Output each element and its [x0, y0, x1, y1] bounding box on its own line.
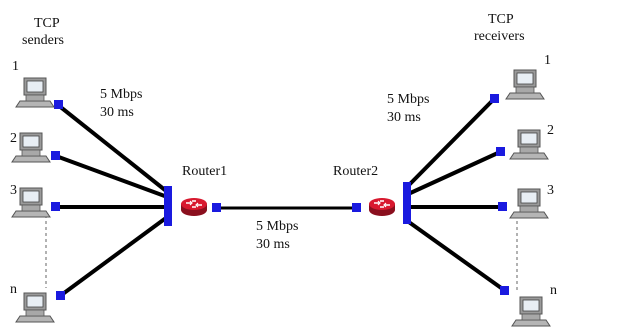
- port-receiver-3: [498, 202, 507, 211]
- link-sender-1: [56, 103, 172, 196]
- router2-interface-bar: [403, 182, 411, 224]
- port-sender-1: [54, 100, 63, 109]
- sender-number-n: n: [10, 282, 17, 297]
- left-link-rate: 5 Mbps: [100, 87, 143, 102]
- port-sender-n: [56, 291, 65, 300]
- receivers-title-line1: TCP: [488, 12, 514, 27]
- port-sender-2: [51, 151, 60, 160]
- computer-icon: [505, 69, 545, 100]
- sender-number-3: 3: [10, 183, 17, 198]
- bottleneck-link-rate: 5 Mbps: [256, 219, 299, 234]
- port-sender-3: [51, 202, 60, 211]
- link-receiver-2: [405, 150, 501, 197]
- router1-label: Router1: [182, 164, 228, 179]
- port-router1-bottleneck: [212, 203, 221, 212]
- right-access-links: [404, 97, 506, 292]
- computer-icon: [11, 132, 51, 163]
- computer-icon: [509, 188, 549, 219]
- computer-icon: [509, 129, 549, 160]
- sender-ports: [51, 100, 65, 300]
- computer-icon: [15, 77, 55, 108]
- right-link-rate: 5 Mbps: [387, 92, 430, 107]
- router-icon: [180, 197, 208, 217]
- port-receiver-2: [496, 147, 505, 156]
- port-router2-bottleneck: [352, 203, 361, 212]
- receiver-ports: [490, 94, 509, 295]
- bottleneck-link-delay: 30 ms: [256, 237, 290, 252]
- senders-title-line1: TCP: [34, 16, 60, 31]
- receiver-number-n: n: [550, 283, 557, 298]
- router1-interface-bar: [164, 186, 172, 226]
- sender-number-1: 1: [12, 59, 19, 74]
- computer-icon: [11, 187, 51, 218]
- sender-number-2: 2: [10, 131, 17, 146]
- router-icon: [368, 197, 396, 217]
- port-receiver-1: [490, 94, 499, 103]
- right-link-delay: 30 ms: [387, 110, 421, 125]
- computer-icon: [15, 292, 55, 323]
- link-sender-n: [58, 213, 172, 298]
- link-sender-2: [55, 154, 171, 200]
- left-link-delay: 30 ms: [100, 105, 134, 120]
- receiver-number-1: 1: [544, 53, 551, 68]
- receivers-title-line2: receivers: [474, 29, 525, 44]
- receiver-number-2: 2: [547, 123, 554, 138]
- link-receiver-n: [404, 218, 506, 292]
- link-receiver-1: [404, 97, 496, 190]
- port-receiver-n: [500, 286, 509, 295]
- computer-icon: [511, 296, 551, 327]
- left-access-links: [55, 103, 172, 298]
- receiver-number-3: 3: [547, 183, 554, 198]
- senders-title-line2: senders: [22, 33, 64, 48]
- router2-label: Router2: [333, 164, 379, 179]
